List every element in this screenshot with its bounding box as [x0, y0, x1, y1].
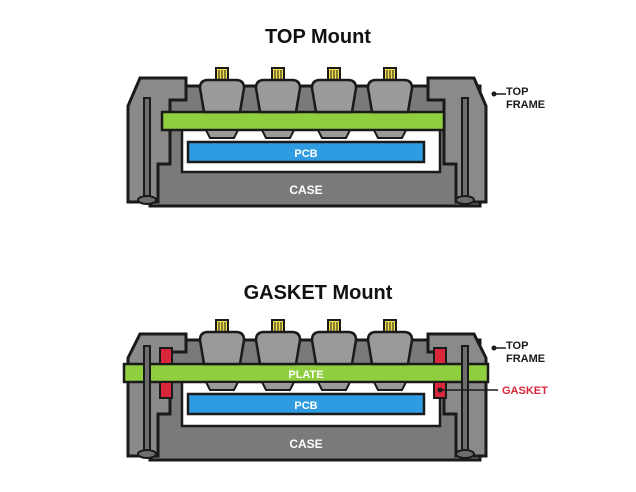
top-mount-switch-bottom [316, 129, 352, 139]
top-mount-plate [160, 110, 446, 132]
top-mount-frame-label-1: TOP [506, 86, 528, 98]
gasket-left-top [159, 347, 173, 365]
gasket-left-bottom [159, 381, 173, 399]
gasket-mount-switch-2 [254, 319, 302, 391]
gasket-mount-screw-right [455, 345, 475, 459]
gasket-mount-switch-3 [310, 319, 358, 391]
gasket-mount-switch-housing [366, 330, 414, 366]
top-mount-pcb-label: PCB [294, 148, 317, 160]
gasket-label: GASKET [502, 385, 548, 397]
gasket-mount-switch-bottom [260, 381, 296, 391]
gasket-mount-plate-label: PLATE [288, 369, 323, 381]
top-mount-switch-bottom [372, 129, 408, 139]
top-mount-switch-housing [198, 78, 246, 114]
top-mount-screw-left [137, 97, 157, 205]
gasket-mount-switch-housing [254, 330, 302, 366]
top-mount-screw-right [455, 97, 475, 205]
gasket-mount-switch-1 [198, 319, 246, 391]
gasket-mount-case-label: CASE [289, 437, 322, 451]
gasket-mount-title: GASKET Mount [243, 282, 393, 304]
gasket-mount-switch-housing [198, 330, 246, 366]
gasket-mount-pcb-label: PCB [294, 400, 317, 412]
top-mount-switch-housing [254, 78, 302, 114]
gasket-mount-screw-left [137, 345, 157, 459]
top-mount-pcb [186, 140, 426, 164]
top-mount-switch-2 [254, 67, 302, 139]
gasket-mount-switch-bottom [204, 381, 240, 391]
top-mount-frame-right [426, 76, 488, 204]
gasket-mount-diagram: PLATE PCB CASE TOP FRAME GASKET [122, 319, 548, 462]
top-mount-switch-bottom [260, 129, 296, 139]
top-mount-case-label: CASE [289, 183, 322, 197]
gasket-mount-pcb [186, 392, 426, 416]
gasket-mount-plate [122, 362, 490, 384]
gasket-mount-frame-label-1: TOP [506, 340, 528, 352]
gasket-mount-switch-4 [366, 319, 414, 391]
top-mount-diagram: PCB CASE TOP FRAME [126, 67, 545, 208]
top-mount-switch-housing [366, 78, 414, 114]
top-mount-switch-bottom [204, 129, 240, 139]
gasket-mount-frame-label-2: FRAME [506, 353, 545, 365]
top-mount-switch-3 [310, 67, 358, 139]
gasket-right-top [433, 347, 447, 365]
gasket-mount-switch-bottom [372, 381, 408, 391]
gasket-mount-switch-housing [310, 330, 358, 366]
top-mount-frame-label-2: FRAME [506, 99, 545, 111]
top-mount-switch-housing [310, 78, 358, 114]
top-mount-title: TOP Mount [265, 26, 371, 48]
top-mount-switch-4 [366, 67, 414, 139]
gasket-mount-switch-bottom [316, 381, 352, 391]
top-mount-switch-1 [198, 67, 246, 139]
